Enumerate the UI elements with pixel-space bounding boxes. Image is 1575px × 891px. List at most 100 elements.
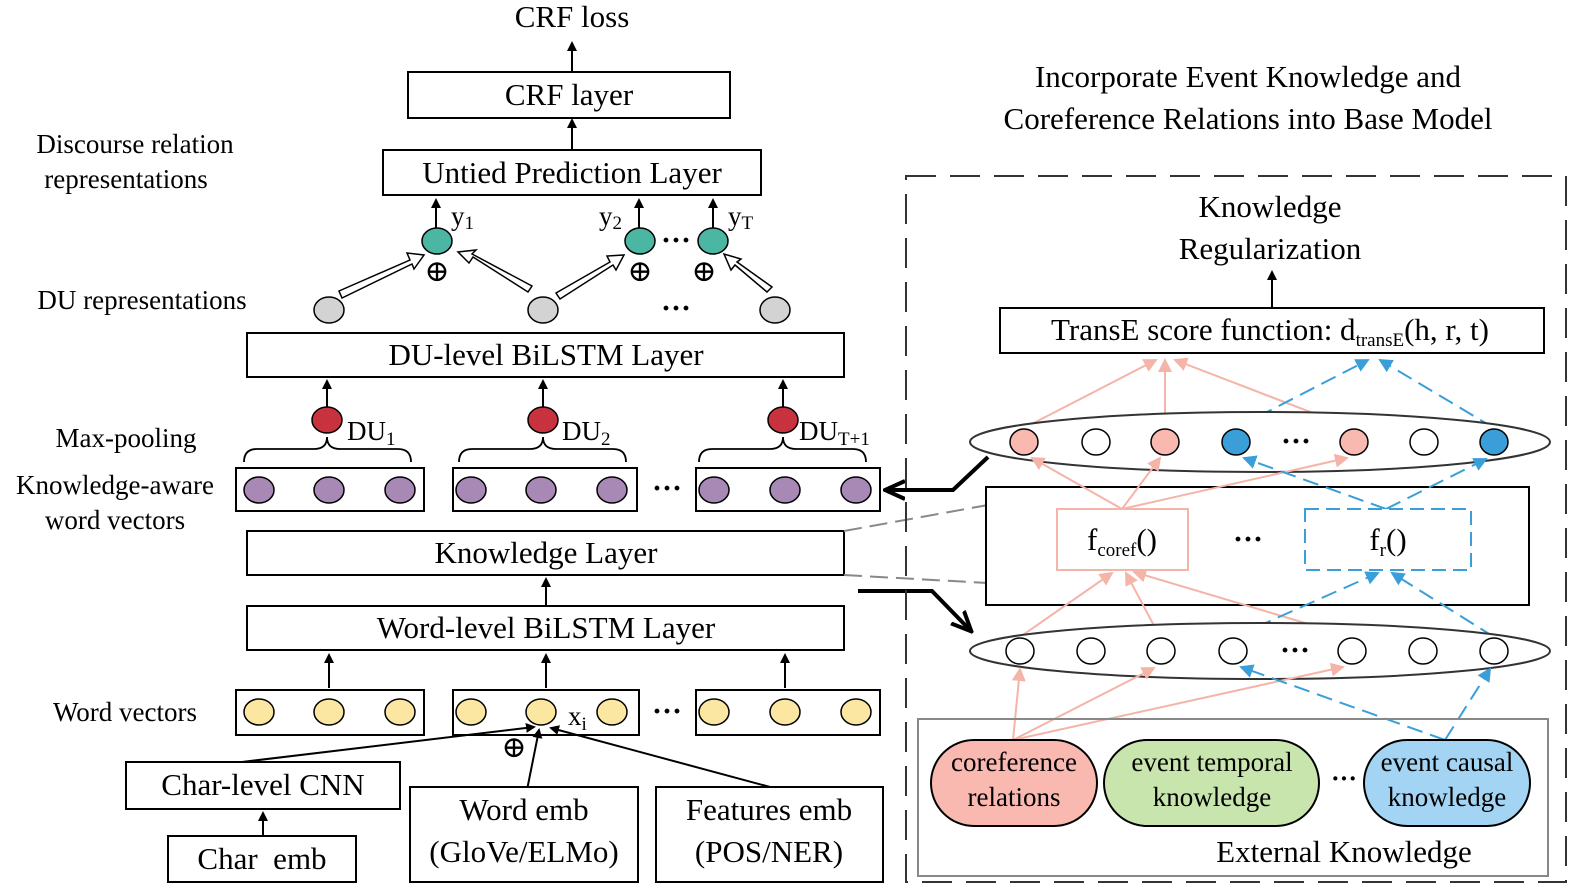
oplus-2: ⊕ (627, 255, 652, 288)
du2-label: DU2 (562, 416, 611, 450)
external-ellipsis: ··· (1331, 764, 1357, 793)
ka-node (243, 476, 275, 504)
upper-node (1409, 428, 1439, 456)
word-emb-label-2: (GloVe/ELMo) (429, 834, 618, 869)
upper-node (1009, 428, 1039, 456)
fcoref-label: fcoref() (1087, 522, 1157, 561)
temporal-label-1: event temporal (1131, 747, 1292, 777)
input-oplus: ⊕ (501, 731, 526, 764)
fr-label: fr() (1369, 522, 1406, 561)
ka-node (840, 476, 872, 504)
du-bilstm-box (246, 332, 845, 378)
lower-node (1408, 637, 1438, 665)
word-node (313, 698, 345, 726)
untied-prediction-box (382, 149, 762, 196)
fcoref-box (1056, 508, 1189, 571)
word-emb-label-1: Word emb (459, 792, 588, 827)
output-yT: yT ⊕ (691, 198, 754, 288)
y1-label: y1 (451, 201, 474, 234)
du-node-2 (527, 406, 559, 434)
right-panel-frame (905, 175, 1567, 883)
output-y1: y1 ⊕ (421, 198, 474, 288)
label-discourse-2: representations (44, 164, 207, 194)
upper-node (1339, 428, 1369, 456)
oplus-T: ⊕ (691, 255, 716, 288)
fr-box (1304, 508, 1472, 571)
max-pooling-braces (243, 436, 867, 463)
lower-node (1218, 637, 1248, 665)
word-ellipsis: ··· (652, 695, 682, 728)
knowledge-aware-vectors: ··· (235, 467, 881, 512)
label-knowledge-aware-1: Knowledge-aware (16, 470, 214, 500)
external-knowledge-label: External Knowledge (1216, 834, 1472, 869)
temporal-label-2: knowledge (1153, 782, 1271, 812)
ka-node (698, 476, 730, 504)
ka-node (525, 476, 557, 504)
label-du-representations: DU representations (37, 285, 246, 315)
du-bilstm-label: DU-level BiLSTM Layer (388, 337, 704, 372)
temporal-pill (1103, 739, 1320, 827)
ka-node (384, 476, 416, 504)
label-max-pooling: Max-pooling (56, 423, 197, 453)
word-node (840, 698, 872, 726)
du-nodes: DU1 DU2 DUT+1 (311, 379, 870, 450)
lower-node-row: ··· (969, 622, 1551, 680)
label-discourse-1: Discourse relation (36, 129, 234, 159)
du-rep-ellipsis: ··· (661, 292, 691, 325)
untied-prediction-label: Untied Prediction Layer (422, 155, 722, 190)
lower-node (1337, 637, 1367, 665)
word-node (455, 698, 487, 726)
external-knowledge-box (917, 718, 1549, 877)
coreference-pill (930, 739, 1098, 827)
causal-knowledge-arrows (1239, 664, 1492, 741)
yT-label: yT (728, 201, 754, 234)
transe-box (999, 307, 1545, 354)
fr-arrows-up (1242, 455, 1488, 510)
word-node (769, 698, 801, 726)
du-node-T (767, 406, 799, 434)
causal-label-1: event causal (1381, 747, 1514, 777)
causal-label-2: knowledge (1388, 782, 1506, 812)
arrow-from-word-bilstm (858, 589, 970, 630)
input-arrows (241, 722, 771, 791)
functions-ellipsis: ··· (1233, 523, 1263, 556)
word-node-xi (525, 698, 557, 726)
knowledge-layer-label: Knowledge Layer (435, 535, 659, 570)
output-y2: y2 ⊕ (599, 198, 656, 288)
outputs-ellipsis: ··· (661, 224, 691, 257)
du-rep-nodes: ··· (313, 292, 791, 325)
right-title-2: Coreference Relations into Base Model (1004, 101, 1493, 136)
right-title-1: Incorporate Event Knowledge and (1035, 59, 1462, 94)
coreference-label-2: relations (968, 782, 1061, 812)
upper-ellipsis: ··· (1281, 425, 1311, 458)
ka-node (769, 476, 801, 504)
du-rep-node (313, 296, 345, 324)
transe-label: TransE score function: dtransE(h, r, t) (1051, 312, 1489, 351)
lower-node (1005, 637, 1035, 665)
word-bilstm-label: Word-level BiLSTM Layer (377, 610, 716, 645)
coreference-label-1: coreference (951, 747, 1077, 777)
label-word-vectors: Word vectors (53, 697, 197, 727)
crf-loss-label: CRF loss (515, 0, 630, 34)
char-cnn-box (125, 761, 401, 810)
word-node (596, 698, 628, 726)
label-knowledge-aware-2: word vectors (45, 505, 185, 535)
char-emb-box (167, 835, 357, 883)
causal-pill (1363, 739, 1531, 827)
zoom-line-bottom (843, 574, 989, 584)
upper-node-row: ··· (969, 411, 1551, 473)
word-emb-box (409, 786, 639, 883)
du-node-1 (311, 406, 343, 434)
arrow-to-knowledge-aware (887, 455, 990, 490)
char-cnn-label: Char-level CNN (161, 767, 364, 802)
word-bilstm-box (246, 605, 845, 651)
features-emb-box (655, 786, 884, 883)
word-node (243, 698, 275, 726)
ka-ellipsis: ··· (652, 472, 682, 505)
ka-node (596, 476, 628, 504)
ka-node (455, 476, 487, 504)
crf-layer-label: CRF layer (505, 77, 634, 112)
features-emb-label-1: Features emb (686, 792, 852, 827)
knowledge-layer-box (246, 530, 845, 576)
